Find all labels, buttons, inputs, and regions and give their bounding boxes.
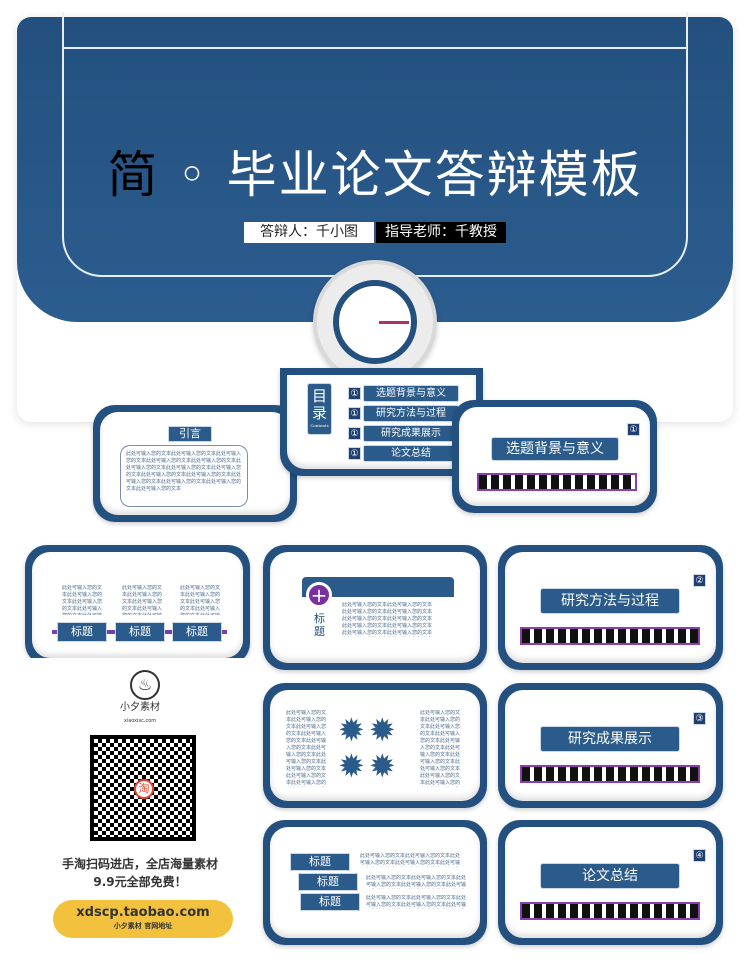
body-text: 此处可输入您的文本此处可输入您的文本此处可输入您的文本此处可输入您的文本此处可输… [366, 875, 466, 888]
toc-subtitle: Contents [310, 423, 329, 428]
title-text: 毕业论文答辩模板 [226, 146, 643, 204]
promo-line-2: 9.9元全部免费！ [93, 875, 187, 889]
body-text: 此处可输入您的文本此处可输入您的文本此处可输入您的文本此处可输入您的文本此处可输… [360, 853, 460, 866]
advisor-label: 指导老师：千教授 [376, 222, 506, 243]
taobao-badge-icon: 淘 [134, 779, 154, 799]
heading-label: 标题 [290, 853, 350, 871]
plus-icon: + [306, 582, 332, 608]
toc-item-number: ① [348, 447, 361, 460]
toc-item[interactable]: 研究成果展示 [363, 425, 459, 442]
toc-item[interactable]: 选题背景与意义 [363, 385, 459, 402]
body-text: 此处可输入您的文本此处可输入您的文本此处可输入您的文本此处可输入您的文本此处可输… [62, 585, 102, 615]
body-text: 此处可输入您的文本此处可输入您的文本此处可输入您的文本此处可输入您的文本此处可输… [420, 710, 460, 786]
body-text: 此处可输入您的文本此处可输入您的文本此处可输入您的文本此处可输入您的文本此处可输… [180, 585, 220, 615]
section-number: ③ [693, 712, 706, 725]
intro-body: 此处可输入您的文本此处可输入您的文本此处可输入您的文本此处可输入您的文本此处可输… [120, 445, 248, 507]
toc-title-text: 目录 [311, 387, 327, 422]
clock-icon [313, 260, 437, 384]
section-title: 研究方法与过程 [540, 588, 680, 614]
stripe-bar [520, 627, 700, 645]
presenter-label: 答辩人：千小图 [244, 222, 374, 243]
promo-line-1: 手淘扫码进店，全店海量素材 [61, 857, 218, 871]
section-title: 研究成果展示 [540, 726, 680, 752]
body-text: 此处可输入您的文本此处可输入您的文本此处可输入您的文本此处可输入您的文本此处可输… [286, 710, 326, 786]
section-title: 论文总结 [540, 863, 680, 889]
three-headings-slide: 此处可输入您的文本此处可输入您的文本此处可输入您的文本此处可输入您的文本此处可输… [25, 545, 250, 665]
store-url-caption: 小夕素材 官网地址 [113, 922, 173, 930]
store-url: xdscp.taobao.com [76, 905, 210, 920]
gear-icons: ✹✹✹✹ [338, 711, 400, 785]
heading-label: 标题 [298, 873, 358, 891]
heading-label: 标题 [57, 622, 107, 642]
stacked-headings-slide: 标题 标题 标题 此处可输入您的文本此处可输入您的文本此处可输入您的文本此处可输… [263, 820, 487, 945]
toc-item-number: ① [348, 427, 361, 440]
toc-item[interactable]: 研究方法与过程 [363, 405, 459, 422]
section-slide-4: ④ 论文总结 [498, 820, 723, 945]
header-line [62, 47, 688, 49]
intro-slide: 引言 此处可输入您的文本此处可输入您的文本此处可输入您的文本此处可输入您的文本此… [93, 405, 297, 522]
body-text: 此处可输入您的文本此处可输入您的文本此处可输入您的文本此处可输入您的文本此处可输… [122, 585, 162, 615]
section-slide-3: ③ 研究成果展示 [498, 683, 723, 808]
heading-band [302, 577, 454, 597]
toc-item-number: ① [348, 387, 361, 400]
stripe-bar [477, 473, 637, 491]
toc-item-number: ① [348, 407, 361, 420]
brand-domain: xiaoxisc.com [123, 718, 157, 724]
stripe-bar [520, 765, 700, 783]
section-title: 选题背景与意义 [491, 437, 619, 461]
toc-item[interactable]: 论文总结 [363, 445, 459, 462]
heading-label: 标题 [300, 893, 360, 911]
gears-slide: 此处可输入您的文本此处可输入您的文本此处可输入您的文本此处可输入您的文本此处可输… [263, 683, 487, 808]
heading-label: 标题 [115, 622, 165, 642]
heading-vertical: 标题 [314, 612, 325, 638]
heading-text-slide: + 标题 此处可输入您的文本此处可输入您的文本此处可输入您的文本此处可输入您的文… [263, 545, 487, 670]
section-slide-2: ② 研究方法与过程 [498, 545, 723, 670]
intro-title: 引言 [168, 426, 212, 442]
stripe-bar [520, 902, 700, 920]
section-slide-1: ① 选题背景与意义 [452, 400, 657, 513]
elephant-logo-icon: ♨ [130, 670, 160, 700]
body-text: 此处可输入您的文本此处可输入您的文本此处可输入您的文本此处可输入您的文本此处可输… [342, 602, 432, 636]
store-url-button[interactable]: xdscp.taobao.com 小夕素材 官网地址 [53, 900, 233, 938]
section-number: ① [627, 423, 640, 436]
heading-label: 标题 [172, 622, 222, 642]
title-first-char: 简 [107, 146, 160, 204]
section-number: ② [693, 574, 706, 587]
section-number: ④ [693, 849, 706, 862]
qr-code[interactable]: 淘 [90, 735, 196, 841]
title-separator: ◦ [177, 146, 209, 204]
title-slide: 简 ◦ 毕业论文答辩模板 答辩人：千小图 指导老师：千教授 [17, 12, 733, 422]
slide-title: 简 ◦ 毕业论文答辩模板 [17, 135, 733, 207]
body-text: 此处可输入您的文本此处可输入您的文本此处可输入您的文本此处可输入您的文本此处可输… [366, 895, 466, 908]
brand-name: 小夕素材 [120, 702, 160, 713]
